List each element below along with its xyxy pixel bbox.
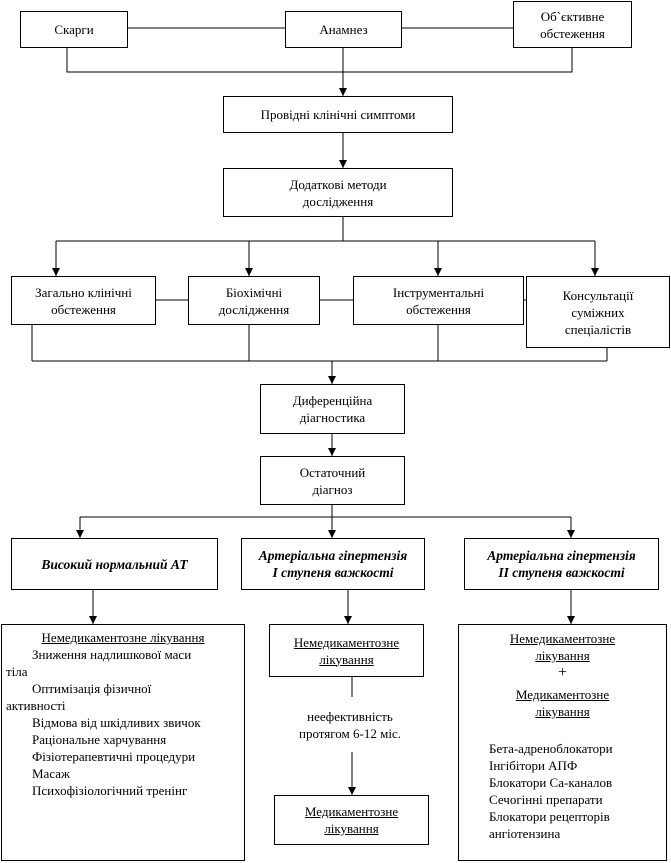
consult-line2: суміжних bbox=[571, 304, 625, 320]
hypertension-stage1-box: Артеріальна гіпертензія I ступеня важкос… bbox=[241, 538, 425, 590]
high-normal-bp-box: Високий нормальний АТ bbox=[11, 538, 218, 590]
right-nonmed-line1: Немедикаментозне bbox=[509, 631, 616, 646]
drug-item: ангіотензина bbox=[489, 826, 561, 841]
objective-label-line2: обстеження bbox=[540, 25, 605, 41]
treatment-left-item: Психофізіологічний тренінг bbox=[32, 783, 188, 798]
leading-symptoms-box: Провідні клінічні симптоми bbox=[223, 96, 453, 133]
additional-methods-line2: дослідження bbox=[302, 193, 374, 209]
final-diagnosis-line1: Остаточний bbox=[299, 464, 366, 480]
general-exam-line1: Загально клінічні bbox=[35, 284, 132, 300]
mid-med-line2: лікування bbox=[324, 821, 379, 836]
ineffectiveness-line2: протягом 6-12 міс. bbox=[299, 726, 401, 741]
drug-item: Блокатори рецепторів bbox=[489, 809, 610, 824]
objective-label-line1: Об`єктивне bbox=[540, 8, 605, 24]
consultations-box: Консультації суміжних спеціалістів bbox=[526, 276, 670, 348]
treatment-left-item: Оптимізація фізичної bbox=[32, 681, 152, 696]
differential-line1: Диференційна bbox=[292, 393, 373, 408]
treatment-left-item: Зниження надлишкової маси bbox=[32, 647, 192, 662]
biochem-line2: дослідження bbox=[218, 301, 290, 317]
general-clinical-exam-box: Загально клінічні обстеження bbox=[11, 276, 156, 325]
complaints-box: Скарги bbox=[20, 11, 128, 48]
treatment-left-item: Фізіотерапевтичні процедури bbox=[32, 749, 196, 764]
connector-top-merge bbox=[66, 48, 573, 73]
anamnesis-box: Анамнез bbox=[285, 11, 402, 48]
drug-list: Бета-адреноблокатори Інгібітори АПФ Блок… bbox=[459, 740, 613, 842]
mid-med-treatment-box: Медикаментозне лікування bbox=[274, 795, 429, 845]
ah2-line2: II ступеня важкості bbox=[498, 565, 625, 580]
differential-line2: діагностика bbox=[299, 410, 366, 425]
leading-symptoms-label: Провідні клінічні симптоми bbox=[260, 107, 416, 122]
nonmed-treatment-list-box: Немедикаментозне лікування Зниження надл… bbox=[1, 624, 245, 861]
combined-treatment-box: Немедикаментозне лікування + Медикаменто… bbox=[458, 624, 667, 861]
ah1-line2: I ступеня важкості bbox=[272, 565, 394, 580]
mid-nonmed-line1: Немедикаментозне bbox=[293, 634, 400, 650]
ineffectiveness-note: неефективність протягом 6-12 міс. bbox=[265, 708, 435, 742]
additional-methods-box: Додаткові методи дослідження bbox=[223, 168, 453, 217]
right-med-line2: лікування bbox=[535, 704, 590, 719]
differential-diagnosis-box: Диференційна діагностика bbox=[260, 384, 405, 434]
biochem-line1: Біохімічні bbox=[225, 284, 283, 300]
drug-item: Сечогінні препарати bbox=[489, 792, 603, 807]
ineffectiveness-line1: неефективність bbox=[307, 709, 393, 724]
ah2-line1: Артеріальна гіпертензія bbox=[487, 548, 636, 563]
treatment-left-item: тіла bbox=[6, 664, 28, 679]
final-diagnosis-box: Остаточний діагноз bbox=[260, 456, 405, 505]
anamnesis-label: Анамнез bbox=[319, 22, 368, 37]
treatment-left-item: Відмова від шкідливих звичок bbox=[32, 715, 201, 730]
drug-item: Блокатори Са-каналов bbox=[489, 775, 613, 790]
hypertension-stage2-box: Артеріальна гіпертензія II ступеня важко… bbox=[464, 538, 659, 590]
right-med-line1: Медикаментозне bbox=[515, 687, 610, 702]
treatment-left-item: Масаж bbox=[32, 766, 71, 781]
treatment-left-item: Раціональне харчування bbox=[32, 732, 167, 747]
biochem-exam-box: Біохімічні дослідження bbox=[188, 276, 320, 325]
general-exam-line2: обстеження bbox=[51, 301, 116, 317]
mid-nonmed-line2: лікування bbox=[319, 651, 374, 667]
right-nonmed-line2: лікування bbox=[535, 648, 590, 663]
mid-nonmed-treatment-box: Немедикаментозне лікування bbox=[269, 624, 424, 677]
instrumental-exam-box: Інструментальні обстеження bbox=[353, 276, 524, 325]
complaints-label: Скарги bbox=[54, 22, 94, 37]
instrumental-line1: Інструментальні bbox=[392, 284, 485, 300]
high-normal-label: Високий нормальний АТ bbox=[41, 556, 188, 572]
consult-line3: спеціалістів bbox=[564, 321, 632, 337]
mid-med-line1: Медикаментозне bbox=[304, 804, 399, 819]
treatment-left-item: активності bbox=[6, 698, 66, 713]
drug-item: Інгібітори АПФ bbox=[489, 758, 578, 773]
instrumental-line2: обстеження bbox=[406, 301, 471, 317]
consult-line1: Консультації bbox=[562, 287, 634, 303]
objective-exam-box: Об`єктивне обстеження bbox=[513, 1, 632, 48]
additional-methods-line1: Додаткові методи bbox=[289, 176, 387, 192]
drug-item: Бета-адреноблокатори bbox=[489, 741, 613, 756]
ah1-line1: Артеріальна гіпертензія bbox=[258, 548, 408, 563]
final-diagnosis-line2: діагноз bbox=[312, 481, 353, 497]
plus-sign: + bbox=[557, 664, 568, 681]
treatment-left-title: Немедикаментозне лікування bbox=[41, 630, 205, 645]
